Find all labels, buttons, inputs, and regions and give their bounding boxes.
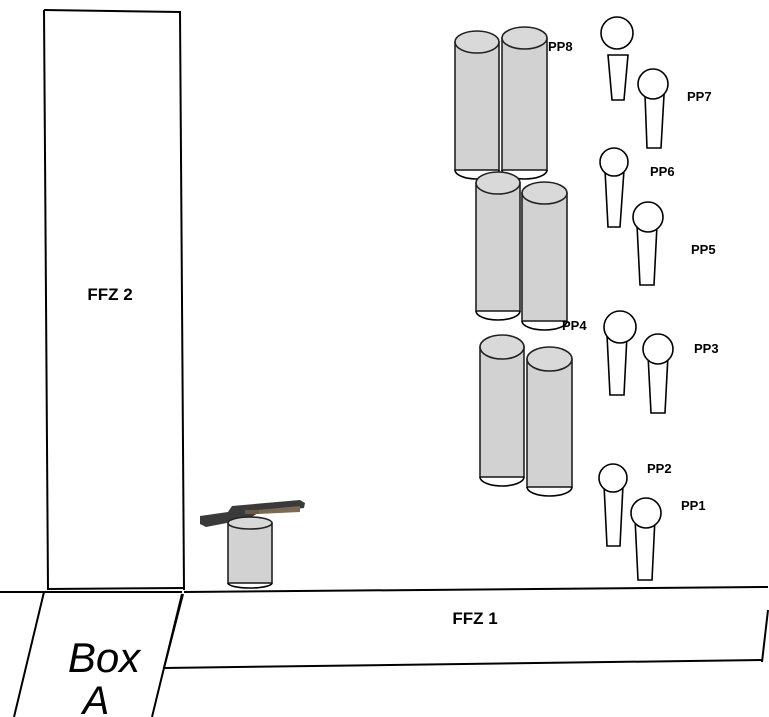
barrel-icon [475, 171, 521, 321]
target-label-pp3: PP3 [694, 341, 719, 356]
ffz1-label: FFZ 1 [452, 609, 497, 628]
barrel-icon [526, 346, 573, 497]
barrel-icon [521, 181, 568, 331]
target-pp7-icon [637, 68, 669, 149]
ffz2-label: FFZ 2 [87, 285, 132, 304]
box-a-label-line1: Box [68, 634, 142, 681]
target-label-pp6: PP6 [650, 164, 675, 179]
box-a-label-line2: A [81, 679, 110, 717]
ffz1-zone: FFZ 1 [163, 586, 769, 669]
target-pp2-icon [598, 463, 628, 547]
shotgun-icon [200, 500, 305, 527]
barrel-icon [227, 516, 273, 589]
target-pp4-icon [603, 310, 637, 396]
target-label-pp7: PP7 [687, 89, 712, 104]
box-a-zone: Box A [0, 591, 183, 717]
target-label-pp5: PP5 [691, 242, 716, 257]
target-label-pp8: PP8 [548, 39, 573, 54]
barrel-icon [479, 334, 525, 487]
barrel-icon [501, 26, 548, 180]
target-label-pp1: PP1 [681, 498, 706, 513]
target-pp3-icon [642, 333, 674, 414]
target-label-pp2: PP2 [647, 461, 672, 476]
barrel-icon [454, 30, 500, 180]
target-pp8-icon [600, 16, 634, 101]
target-pp6-icon [599, 147, 629, 228]
ffz2-zone: FFZ 2 [43, 9, 185, 591]
target-pp5-icon [632, 201, 664, 286]
target-label-pp4: PP4 [562, 318, 587, 333]
target-pp1-icon [630, 497, 662, 581]
